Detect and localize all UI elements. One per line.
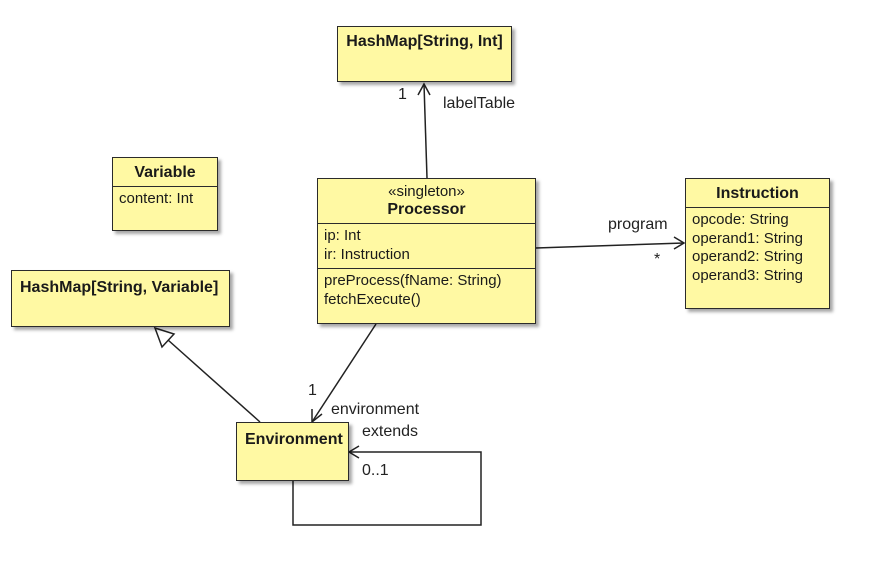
extends-association [292,451,482,526]
program-role: program [608,216,668,233]
class-hashmap-string-int[interactable]: HashMap[String, Int] [337,26,512,82]
program-multiplicity: * [654,251,661,268]
attributes-compartment: ip: Int ir: Instruction [318,223,535,268]
program-association [535,242,685,249]
attributes-compartment: content: Int [113,186,217,213]
class-name: Processor [387,201,466,218]
operations-compartment: preProcess(fName: String) fetchExecute() [318,268,535,313]
class-instruction[interactable]: Instruction opcode: String operand1: Str… [685,178,830,309]
extends-arrowhead [347,445,360,459]
attribute: content: Int [119,190,194,207]
class-name: Environment [245,431,343,448]
attribute: ir: Instruction [324,245,410,263]
attribute: ip: Int [324,227,361,244]
extends-role: extends [362,423,419,440]
environment-role: environment [331,401,420,418]
class-environment[interactable]: Environment [236,422,349,481]
label-table-role: labelTable [443,95,516,112]
attribute: operand2: String [692,248,803,265]
attribute: operand1: String [692,229,803,247]
label-table-multiplicity: 1 [398,86,407,103]
class-variable[interactable]: Variable content: Int [112,157,218,231]
operation: preProcess(fName: String) [324,272,502,289]
class-name: HashMap[String, Int] [346,33,503,50]
class-header: «singleton» Processor [318,179,535,223]
generalization-line [167,339,261,423]
environment-multiplicity: 1 [308,382,317,399]
stereotype: «singleton» [388,183,465,200]
extends-multiplicity: 0..1 [362,462,389,479]
class-name: Instruction [716,185,799,202]
class-hashmap-string-variable[interactable]: HashMap[String, Variable] [11,270,230,327]
operation: fetchExecute() [324,290,421,308]
attribute: operand3: String [692,266,803,284]
class-name: Variable [134,164,196,181]
label-table-association [423,83,428,179]
attribute: opcode: String [692,211,789,228]
generalization-arrowhead [153,326,176,349]
attributes-compartment: opcode: String operand1: String operand2… [686,207,829,289]
program-arrowhead [673,236,686,250]
environment-association [311,323,377,423]
label-table-arrowhead [417,82,431,96]
class-name: HashMap[String, Variable] [20,279,219,296]
class-processor[interactable]: «singleton» Processor ip: Int ir: Instru… [317,178,536,324]
